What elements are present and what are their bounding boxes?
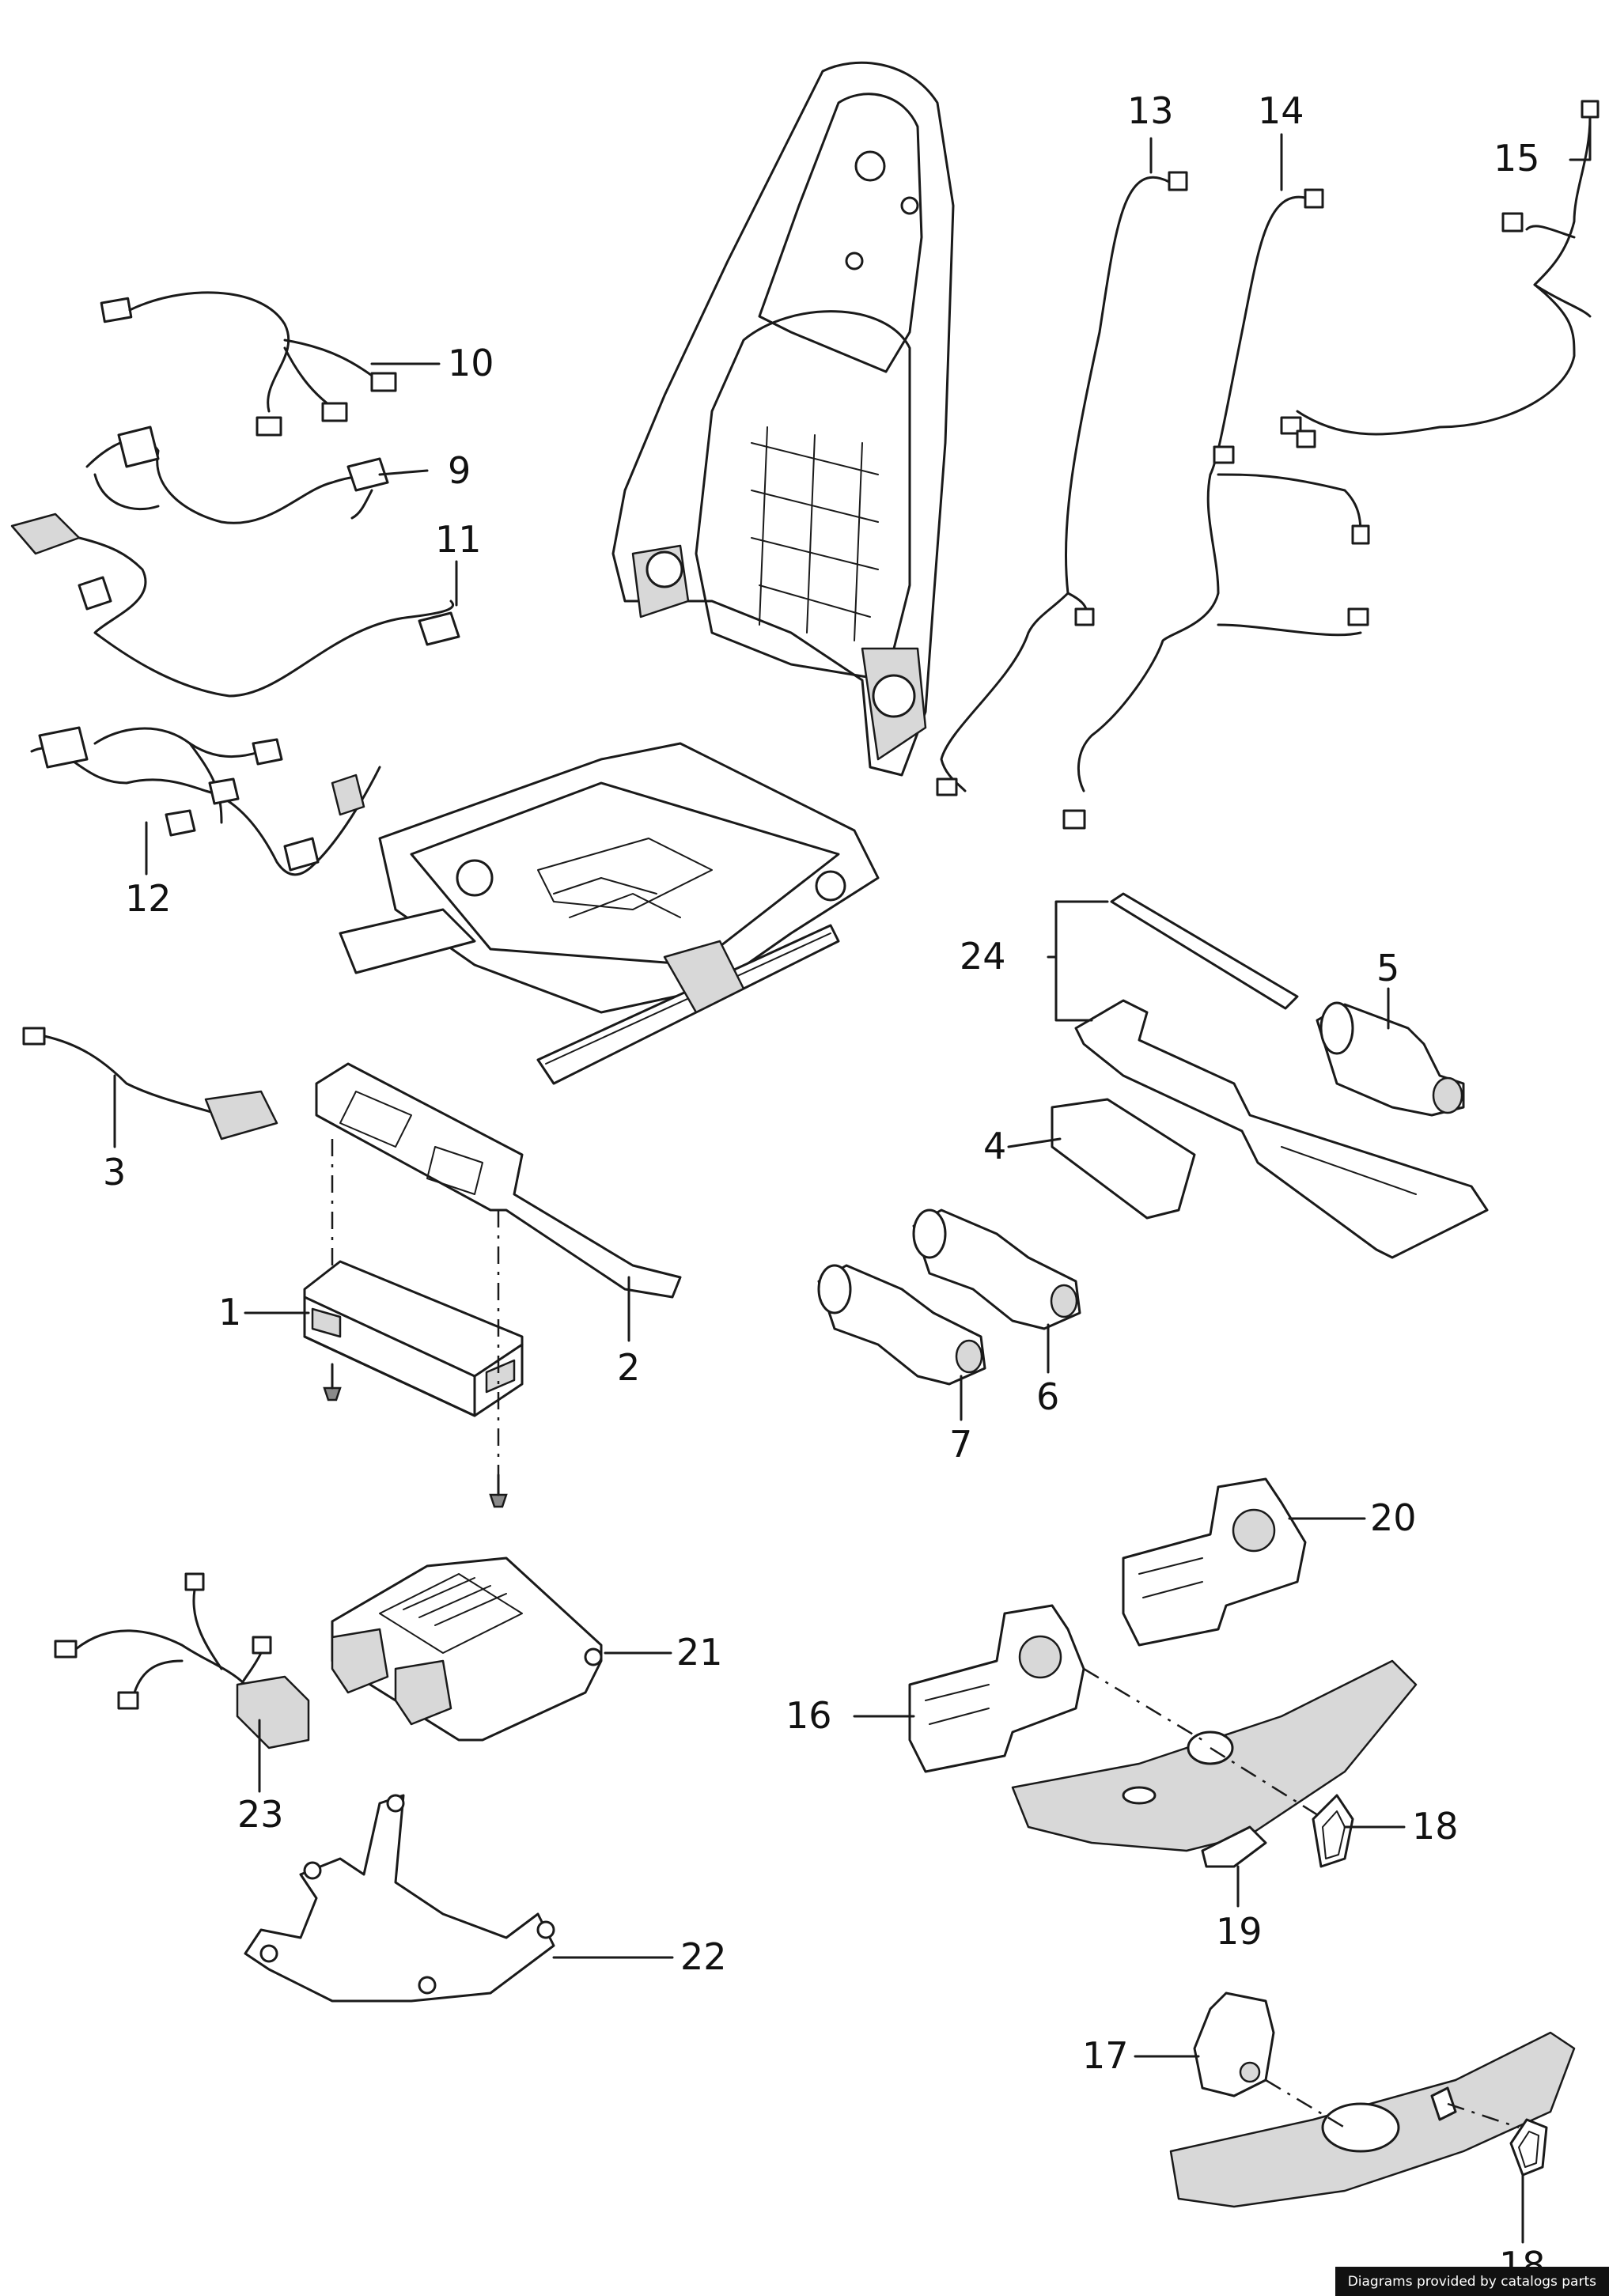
callout-13: 13 bbox=[1127, 89, 1174, 132]
wire-harness-11 bbox=[10, 513, 460, 698]
callout-16: 16 bbox=[786, 1694, 832, 1737]
wire-harness-13 bbox=[936, 171, 1188, 796]
callout-23: 23 bbox=[237, 1793, 284, 1836]
callout-6: 6 bbox=[1036, 1375, 1059, 1418]
motor-7 bbox=[817, 1264, 986, 1386]
seat-side-trim-lower bbox=[1169, 2031, 1576, 2208]
leader-lines bbox=[113, 117, 1592, 2244]
assembly-line-a bbox=[1083, 1667, 1203, 1742]
callout-15: 15 bbox=[1494, 137, 1540, 180]
wire-harness-9 bbox=[85, 426, 389, 524]
airbag-control-module-21 bbox=[331, 1557, 603, 1742]
seat-cushion-frame bbox=[339, 742, 880, 1085]
callout-numbers: 10 9 11 12 13 14 15 3 1 2 24 5 4 6 7 20 … bbox=[103, 89, 1546, 2287]
callout-21: 21 bbox=[676, 1631, 723, 1674]
switch-16 bbox=[908, 1604, 1085, 1773]
assembly-line-d bbox=[1447, 2102, 1520, 2129]
leader-24 bbox=[1047, 900, 1109, 1022]
bezel-19 bbox=[1201, 1825, 1267, 1868]
motor-5 bbox=[1316, 1001, 1465, 1117]
callout-20: 20 bbox=[1370, 1496, 1417, 1539]
callout-1: 1 bbox=[218, 1291, 241, 1333]
control-unit-1 bbox=[303, 1260, 524, 1417]
cover-plate-4 bbox=[1051, 1098, 1196, 1220]
wire-harness-23 bbox=[54, 1572, 310, 1749]
callout-14: 14 bbox=[1258, 89, 1304, 132]
leader-15 bbox=[1569, 117, 1592, 161]
seat-backrest-frame bbox=[611, 61, 955, 777]
assembly-line-b bbox=[1210, 1746, 1338, 1829]
screw-b bbox=[489, 1473, 508, 1508]
bezel-18-lower bbox=[1509, 2118, 1548, 2177]
leader-9 bbox=[378, 469, 429, 476]
callout-5: 5 bbox=[1376, 947, 1399, 989]
screw-a bbox=[323, 1363, 342, 1401]
mounting-bracket-22 bbox=[244, 1794, 555, 2003]
motor-6 bbox=[912, 1209, 1081, 1330]
leader-4 bbox=[1007, 1137, 1062, 1148]
callout-12: 12 bbox=[125, 877, 172, 920]
callout-3: 3 bbox=[103, 1151, 126, 1193]
callout-11: 11 bbox=[435, 518, 482, 561]
shaft-24 bbox=[1110, 892, 1299, 1010]
bracket-2 bbox=[315, 1062, 682, 1299]
assembly-line-c bbox=[1265, 2079, 1346, 2129]
callout-19: 19 bbox=[1216, 1910, 1263, 1953]
callout-9: 9 bbox=[448, 449, 471, 492]
bezel-18-upper bbox=[1312, 1794, 1354, 1868]
callout-22: 22 bbox=[680, 1935, 727, 1978]
callout-10: 10 bbox=[448, 342, 494, 384]
callout-17: 17 bbox=[1082, 2034, 1129, 2077]
callout-24: 24 bbox=[960, 935, 1006, 978]
switch-17 bbox=[1193, 1992, 1275, 2097]
switch-20 bbox=[1122, 1477, 1307, 1647]
callout-7: 7 bbox=[949, 1423, 972, 1466]
wire-harness-12 bbox=[30, 726, 381, 876]
rail-bracket-24 bbox=[1074, 999, 1489, 1259]
callout-18-upper: 18 bbox=[1412, 1805, 1459, 1848]
credit-footer: Diagrams provided by catalogs parts bbox=[1335, 2267, 1609, 2296]
callout-4: 4 bbox=[983, 1125, 1006, 1167]
wire-harness-3 bbox=[22, 1027, 278, 1140]
callout-2: 2 bbox=[617, 1346, 640, 1389]
wire-harness-10 bbox=[100, 291, 397, 437]
wire-harness-14 bbox=[1062, 188, 1370, 830]
wire-harness-15 bbox=[1280, 100, 1600, 448]
